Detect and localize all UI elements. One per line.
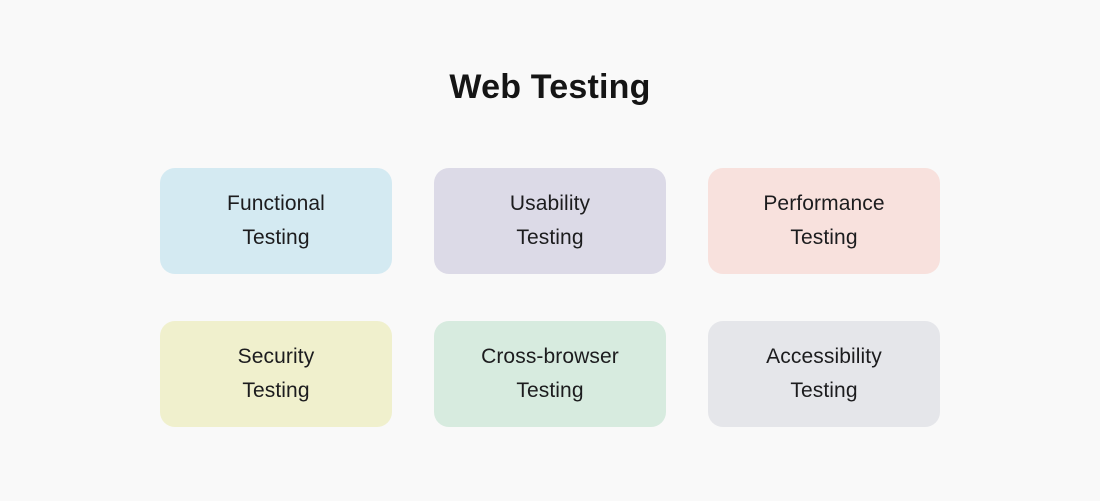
- card-label-line: Testing: [242, 379, 310, 402]
- page-title: Web Testing: [449, 68, 651, 106]
- card-grid: Functional Testing Usability Testing Per…: [160, 168, 940, 427]
- card-label-line: Usability: [509, 192, 591, 215]
- card-label-line: Security: [237, 345, 315, 368]
- card-label-line: Testing: [790, 379, 858, 402]
- card-label-line: Performance: [763, 192, 885, 215]
- card-cross-browser-testing: Cross-browser Testing: [434, 321, 666, 427]
- card-label-line: Cross-browser: [481, 345, 619, 368]
- card-label-line: Accessibility: [766, 345, 882, 368]
- card-label-line: Testing: [516, 226, 584, 249]
- card-usability-testing: Usability Testing: [434, 168, 666, 274]
- card-label-line: Testing: [516, 379, 584, 402]
- card-label-line: Testing: [242, 226, 310, 249]
- card-accessibility-testing: Accessibility Testing: [708, 321, 940, 427]
- card-functional-testing: Functional Testing: [160, 168, 392, 274]
- card-label-line: Testing: [790, 226, 858, 249]
- card-security-testing: Security Testing: [160, 321, 392, 427]
- card-performance-testing: Performance Testing: [708, 168, 940, 274]
- card-label-line: Functional: [227, 192, 325, 215]
